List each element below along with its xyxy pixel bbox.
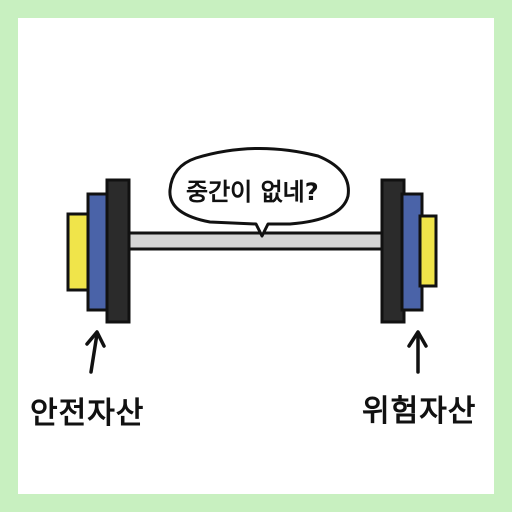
left-label-safe-asset: 안전자산 <box>30 396 145 431</box>
right-label-risky-asset: 위험자산 <box>362 394 477 429</box>
left-arrow-up-icon <box>85 330 106 374</box>
speech-bubble-text: 중간이 없네? <box>186 178 319 206</box>
right-plate-yellow <box>418 214 438 288</box>
barbell-bar <box>124 231 386 251</box>
speech-bubble-shape <box>168 147 350 238</box>
left-plate-black <box>105 178 131 324</box>
right-arrow-up-icon <box>407 330 428 374</box>
